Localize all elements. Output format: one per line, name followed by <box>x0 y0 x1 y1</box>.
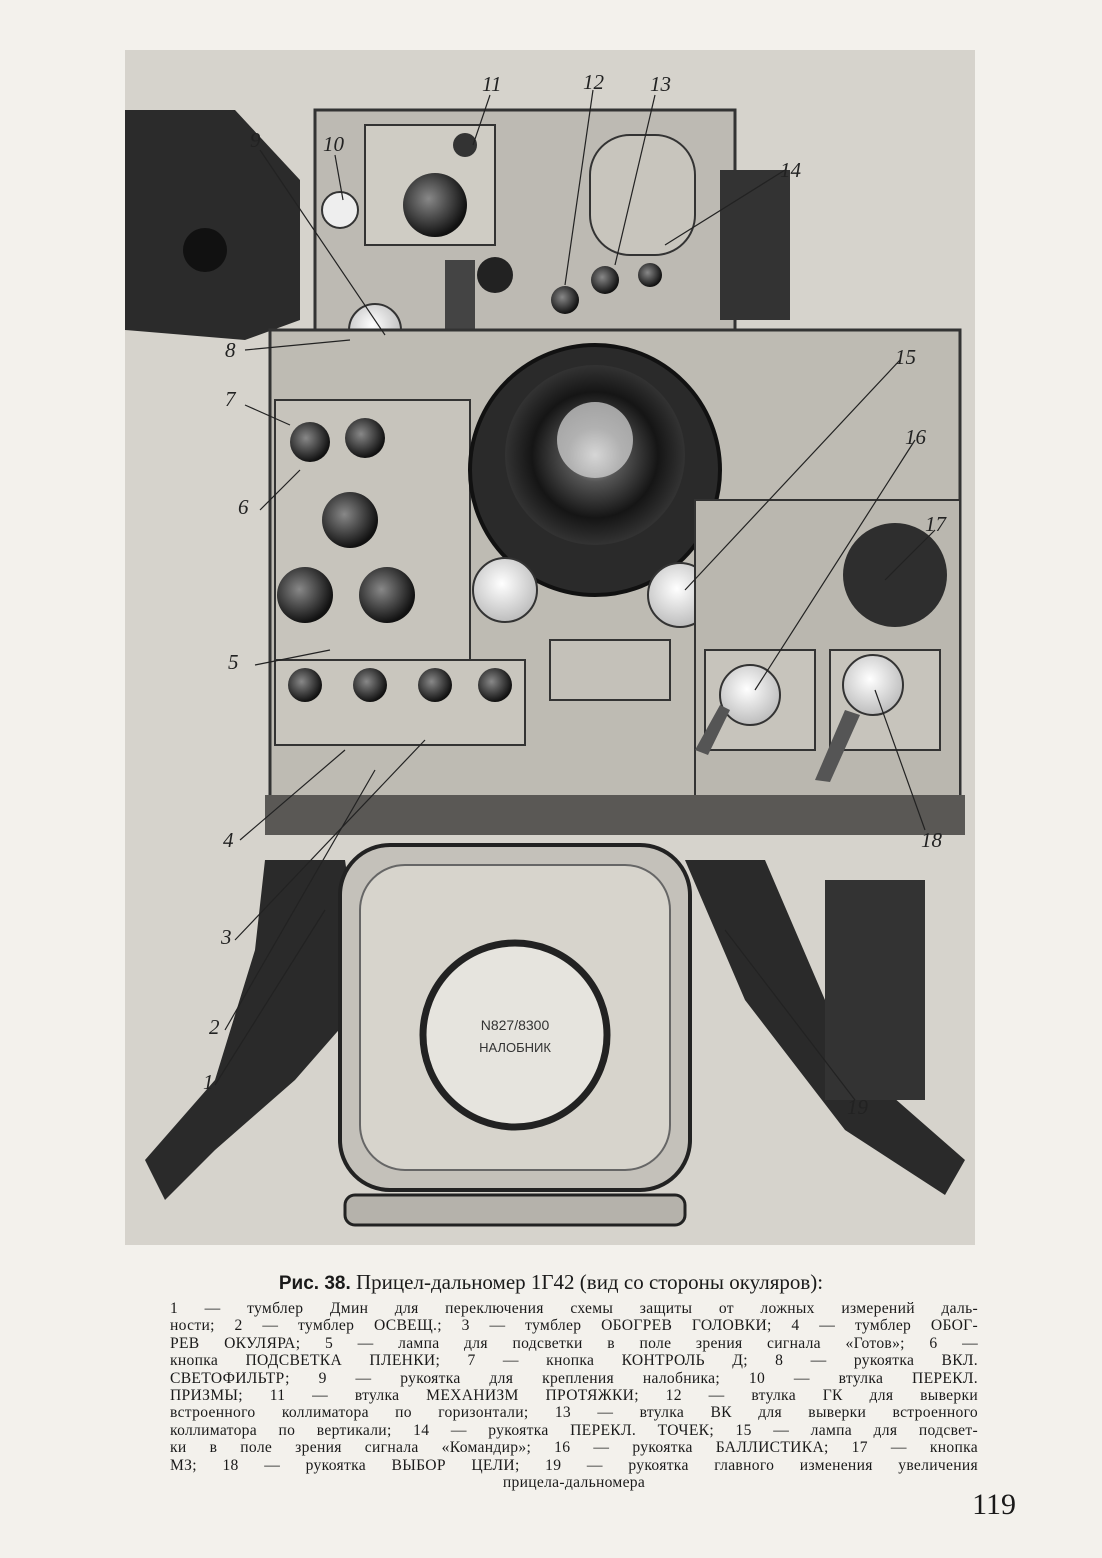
rangefinder-illustration: N827/8300 НАЛОБНИК <box>125 50 975 1245</box>
callout-12: 12 <box>583 70 604 94</box>
figure-label: Рис. 38. <box>278 1273 351 1294</box>
legend-line: 1 — тумблер Дмин для переключения схемы … <box>170 1300 978 1317</box>
callout-2: 2 <box>209 1015 220 1039</box>
legend-line: СВЕТОФИЛЬТР; 9 — рукоятка для крепления … <box>170 1369 978 1387</box>
legend-line: ПРИЗМЫ; 11 — втулка МЕХАНИЗМ ПРОТЯЖКИ; 1… <box>170 1387 978 1405</box>
figure-caption-title: Рис. 38. Прицел-дальномер 1Г42 (вид со с… <box>0 1270 1102 1295</box>
legend-line: ки в поле зрения сигнала «Командир»; 16 … <box>170 1439 978 1457</box>
page-number: 119 <box>972 1488 1016 1521</box>
legend-line: МЗ; 18 — рукоятка ВЫБОР ЦЕЛИ; 19 — рукоя… <box>170 1456 978 1474</box>
plate-sticker-line2: НАЛОБНИК <box>479 1040 551 1055</box>
callout-6: 6 <box>238 495 249 519</box>
callout-19: 19 <box>847 1095 868 1119</box>
callout-5: 5 <box>228 650 239 674</box>
legend-line: встроенного коллиматора по горизонтали; … <box>170 1404 978 1422</box>
legend-line: кнопка ПОДСВЕТКА ПЛЕНКИ; 7 — кнопка КОНТ… <box>170 1352 978 1370</box>
figure-legend: 1 — тумблер Дмин для переключения схемы … <box>170 1300 978 1491</box>
callout-4: 4 <box>223 828 234 852</box>
callout-18: 18 <box>921 828 942 852</box>
figure-title: Прицел-дальномер 1Г42 (вид со стороны ок… <box>356 1270 824 1294</box>
legend-line-last: прицела-дальномера <box>502 1474 646 1492</box>
device-photo: N827/8300 НАЛОБНИК 1 2 3 4 5 <box>125 50 975 1245</box>
callout-10: 10 <box>323 132 344 156</box>
callout-13: 13 <box>650 72 671 96</box>
callout-1: 1 <box>203 1070 214 1094</box>
legend-line: ности; 2 — тумблер ОСВЕЩ.; 3 — тумблер О… <box>170 1317 978 1335</box>
callout-14: 14 <box>780 158 801 182</box>
callout-8: 8 <box>225 338 236 362</box>
callout-3: 3 <box>221 925 232 949</box>
callout-11: 11 <box>482 72 502 96</box>
plate-sticker-line1: N827/8300 <box>481 1017 550 1033</box>
callout-9: 9 <box>250 128 261 152</box>
callout-15: 15 <box>895 345 916 369</box>
callout-17: 17 <box>925 512 946 536</box>
callout-7: 7 <box>225 387 236 411</box>
callout-16: 16 <box>905 425 926 449</box>
legend-line: РЕВ ОКУЛЯРА; 5 — лампа для подсветки в п… <box>170 1334 978 1352</box>
legend-line: коллиматора по вертикали; 14 — рукоятка … <box>170 1421 978 1439</box>
